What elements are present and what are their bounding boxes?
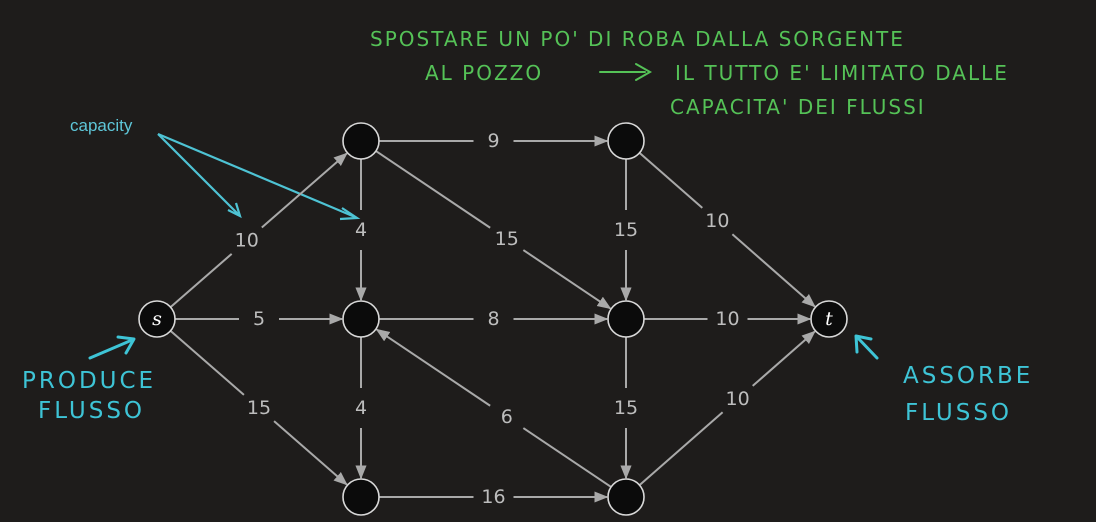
callout-line-2	[157, 132, 356, 219]
node-d	[607, 122, 645, 160]
note-source-line2: FLUSSO	[38, 398, 145, 424]
note-top-line2: AL POZZO	[425, 61, 543, 85]
edge-s-c-segment-a	[169, 330, 245, 396]
edge-capacity-label: 8	[487, 308, 499, 330]
handwritten-note-source: PRODUCE FLUSSO	[22, 335, 156, 424]
capacity-callout-label: capacity	[70, 116, 133, 135]
edge-capacity-label: 10	[726, 388, 750, 410]
node-t-label: t	[825, 308, 833, 330]
edge-capacity-label: 4	[355, 219, 367, 241]
edge-a-e-segment-a	[375, 150, 491, 229]
note-source-arrow-head	[116, 335, 136, 355]
note-top-line3: CAPACITA' DEI FLUSSI	[670, 95, 926, 119]
edge-capacity-label: 5	[253, 308, 265, 330]
note-sink-arrow-head	[854, 334, 873, 354]
node-s-label: s	[152, 308, 162, 330]
node-a	[342, 122, 380, 160]
edge-s-a-segment-b	[261, 152, 348, 229]
handwritten-note-sink: ASSORBE FLUSSO	[854, 334, 1033, 426]
node-b	[342, 300, 380, 338]
note-top-line1: SPOSTARE UN PO' DI ROBA DALLA SORGENTE	[370, 27, 905, 51]
edge-capacity-label: 15	[614, 219, 638, 241]
node-s	[138, 300, 176, 338]
note-source-line1: PRODUCE	[22, 368, 156, 394]
edge-capacity-label: 16	[481, 486, 505, 508]
edge-s-a-segment-a	[169, 253, 233, 308]
note-top-line2b: IL TUTTO E' LIMITATO DALLE	[675, 61, 1009, 85]
note-arrow-head	[635, 63, 653, 81]
node-e	[607, 300, 645, 338]
edge-capacity-label: 10	[235, 230, 259, 252]
callout-arrowhead-2	[339, 207, 361, 221]
edge-capacity-label: 10	[705, 210, 729, 232]
edge-f-b-segment-a	[522, 427, 612, 488]
edge-d-t-segment-a	[638, 152, 703, 209]
edge-capacity-label: 9	[487, 130, 499, 152]
edge-f-t-segment-b	[752, 330, 816, 387]
edge-f-b-segment-b	[375, 328, 491, 407]
node-t	[810, 300, 848, 338]
edge-capacity-label: 15	[247, 397, 271, 419]
edges-layer: 10 5 15 4 9 15 4 8 16 15 10 15 10 6 10	[169, 130, 816, 508]
edge-capacity-label: 10	[715, 308, 739, 330]
node-c	[342, 478, 380, 516]
edge-capacity-label: 15	[495, 228, 519, 250]
handwritten-note-top: SPOSTARE UN PO' DI ROBA DALLA SORGENTE A…	[370, 27, 1009, 119]
edge-a-e-segment-b	[522, 249, 612, 310]
note-sink-arrow-shaft	[855, 335, 879, 360]
edge-d-t-segment-b	[731, 233, 816, 308]
note-sink-line2: FLUSSO	[905, 400, 1012, 426]
callout-line-1	[157, 133, 239, 215]
edge-s-c-segment-b	[273, 420, 348, 486]
capacity-callout: capacity	[70, 116, 361, 221]
edge-capacity-label: 4	[355, 397, 367, 419]
note-sink-line1: ASSORBE	[903, 363, 1033, 389]
edge-capacity-label: 15	[614, 397, 638, 419]
callout-arrowhead-1	[227, 202, 242, 219]
edge-capacity-label: 6	[501, 406, 513, 428]
edge-f-t-segment-a	[638, 411, 724, 486]
note-source-arrow-shaft	[88, 338, 134, 360]
node-f	[607, 478, 645, 516]
